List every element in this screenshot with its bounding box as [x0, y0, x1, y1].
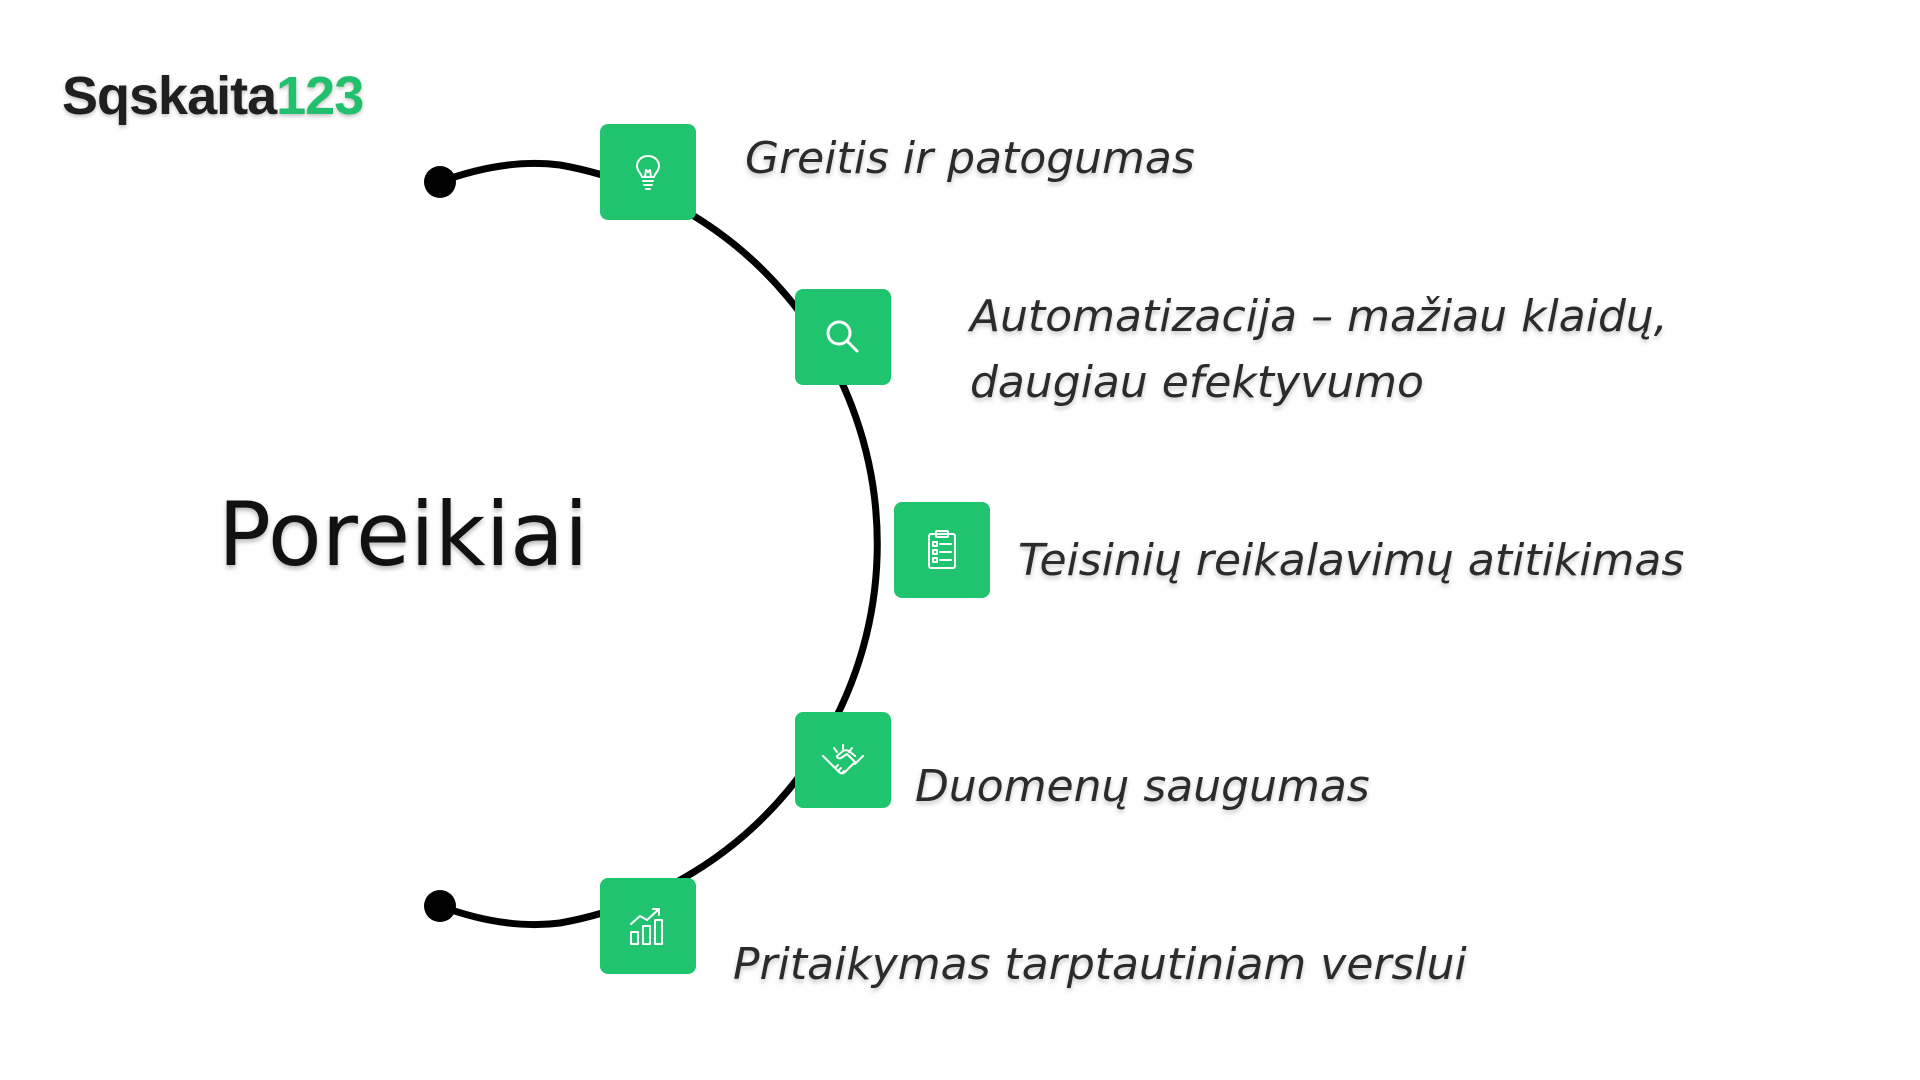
item-label-1: Greitis ir patogumas	[745, 126, 1195, 192]
item-label-3-line-1: Teisinių reikalavimų atitikimas	[1018, 535, 1685, 586]
item-label-2: Automatizacija – mažiau klaidų, daugiau …	[970, 284, 1668, 416]
item-icon-box-1	[600, 124, 696, 220]
item-label-1-line-1: Greitis ir patogumas	[745, 133, 1195, 184]
handshake-icon	[822, 744, 864, 775]
item-label-4-line-1: Duomenų saugumas	[915, 761, 1370, 812]
item-label-2-line-1: Automatizacija – mažiau klaidų,	[970, 291, 1668, 342]
page-title: Poreikiai	[218, 483, 589, 586]
clipboard-list-icon	[928, 530, 956, 569]
item-label-5: Pritaikymas tarptautiniam verslui	[733, 932, 1467, 998]
item-label-3: Teisinių reikalavimų atitikimas	[1018, 528, 1684, 594]
item-label-5-line-1: Pritaikymas tarptautiniam verslui	[733, 939, 1467, 990]
arc-end-dot	[424, 890, 456, 922]
item-icon-box-2	[795, 289, 891, 385]
search-icon	[826, 320, 859, 353]
item-label-2-line-2: daugiau efektyvumo	[970, 357, 1424, 408]
arc-curve	[436, 159, 881, 929]
logo-number: 123	[276, 66, 364, 126]
item-label-4: Duomenų saugumas	[915, 754, 1370, 820]
bar-chart-growth-icon	[630, 908, 663, 945]
logo-word: Sqskaita	[62, 66, 277, 126]
item-icon-box-5	[600, 878, 696, 974]
arc-start-dot	[424, 166, 456, 198]
item-icon-box-4	[795, 712, 891, 808]
brand-logo: Sqskaita123	[62, 66, 364, 126]
lightbulb-icon	[636, 155, 660, 190]
item-icon-box-3	[894, 502, 990, 598]
